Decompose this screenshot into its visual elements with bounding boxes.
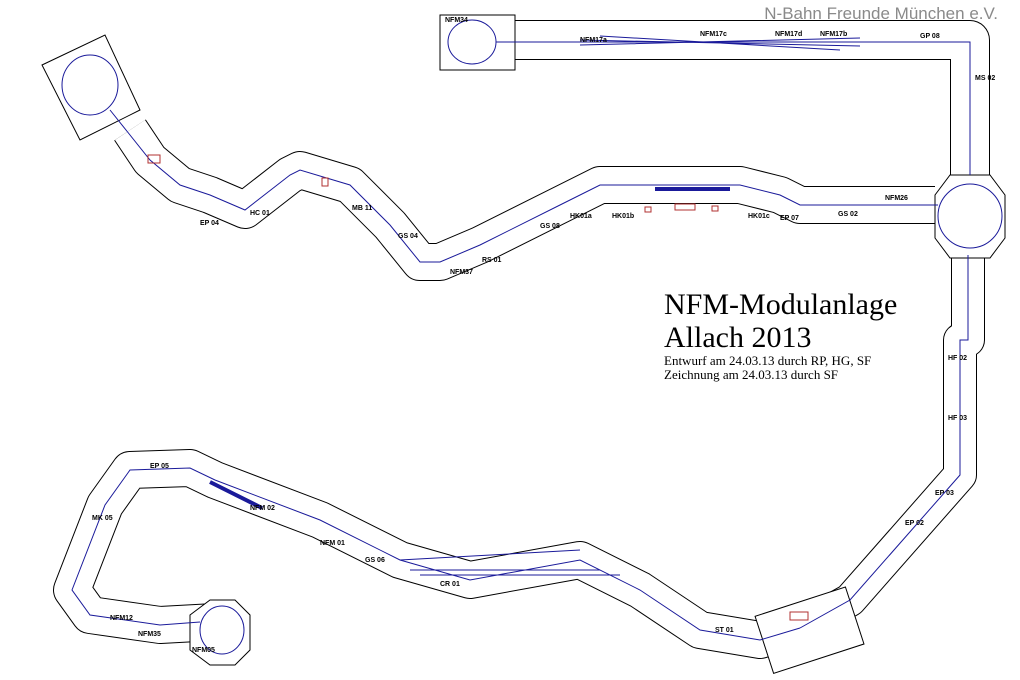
loop-module-southwest bbox=[189, 599, 251, 666]
module-label: CR 01 bbox=[440, 581, 460, 588]
module-label: NFM34 bbox=[445, 17, 468, 24]
track-top bbox=[496, 41, 971, 175]
station-module-southeast bbox=[754, 586, 865, 674]
module-label: EP 04 bbox=[200, 220, 219, 227]
building bbox=[674, 203, 696, 211]
design-note: Entwurf am 24.03.13 durch RP, HG, SF bbox=[664, 353, 872, 368]
drawing-note: Zeichnung am 24.03.13 durch SF bbox=[664, 367, 839, 382]
loop-module-northwest bbox=[41, 34, 141, 141]
module-label: GS 08 bbox=[540, 223, 560, 230]
layout-subtitle: Allach 2013 bbox=[664, 321, 812, 354]
module-label: NFM17b bbox=[820, 31, 847, 38]
module-label: NFM17d bbox=[775, 31, 802, 38]
module-label: NFM26 bbox=[885, 195, 908, 202]
layout-title: NFM-Modulanlage bbox=[664, 288, 898, 321]
module-label: ST 01 bbox=[715, 627, 734, 634]
module-label: NFM37 bbox=[450, 269, 473, 276]
module-label: HC 01 bbox=[250, 210, 270, 217]
module-label: MS 02 bbox=[975, 75, 995, 82]
module-label: MK 05 bbox=[92, 515, 113, 522]
junction-module bbox=[934, 174, 1006, 259]
module-label: NFM17c bbox=[700, 31, 727, 38]
module-label: NFM05 bbox=[192, 647, 215, 654]
module-label: NFM12 bbox=[110, 615, 133, 622]
highlight-track bbox=[209, 480, 263, 510]
module-label: EP 03 bbox=[935, 490, 954, 497]
title-block: NFM-Modulanlage Allach 2013 Entwurf am 2… bbox=[664, 288, 897, 382]
module-label: NFM17a bbox=[580, 37, 607, 44]
track-east bbox=[799, 255, 969, 629]
module-label: GS 04 bbox=[398, 233, 418, 240]
module-label: HF 03 bbox=[948, 415, 967, 422]
module-label: HF 02 bbox=[948, 355, 967, 362]
module-label: GS 06 bbox=[365, 557, 385, 564]
module-label: EP 05 bbox=[150, 463, 169, 470]
track-south bbox=[71, 467, 801, 641]
module-label: HK01c bbox=[748, 213, 770, 220]
track-middle bbox=[109, 109, 938, 263]
module-label: NFM 01 bbox=[320, 540, 345, 547]
module-label: GS 02 bbox=[838, 211, 858, 218]
module-label: EP 02 bbox=[905, 520, 924, 527]
module-label: NFM35 bbox=[138, 631, 161, 638]
module-label: NFM 02 bbox=[250, 505, 275, 512]
module-label: RS 01 bbox=[482, 257, 502, 264]
module-label: MB 11 bbox=[352, 205, 372, 212]
module-label: HK01a bbox=[570, 213, 592, 220]
brand-watermark: N-Bahn Freunde München e.V. bbox=[764, 4, 998, 23]
module-outline-top bbox=[515, 20, 990, 175]
module-label: HK01b bbox=[612, 213, 634, 220]
module-label: GP 08 bbox=[920, 33, 940, 40]
module-label: EP 07 bbox=[780, 215, 799, 222]
